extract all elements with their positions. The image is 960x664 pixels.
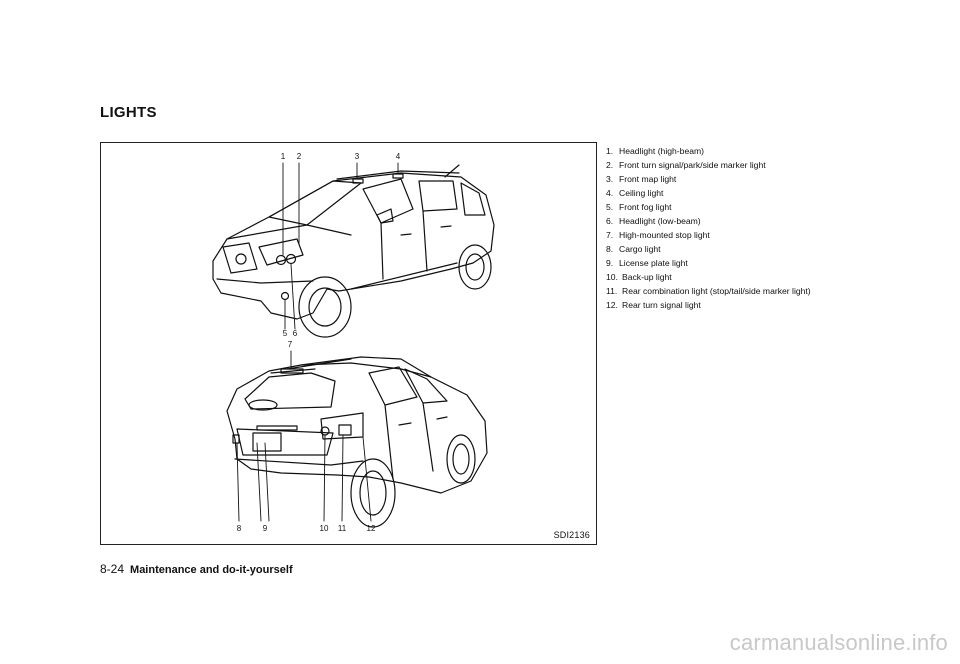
legend-item-number: 2. <box>606 160 614 170</box>
legend-item-label: Rear combination light (stop/tail/side m… <box>622 286 811 296</box>
legend-item: 1. Headlight (high-beam) <box>606 144 811 158</box>
legend-item-label: Headlight (low-beam) <box>619 216 701 226</box>
legend-item-number: 9. <box>606 258 614 268</box>
front-leader-lines <box>282 162 399 330</box>
legend-item-label: High-mounted stop light <box>619 230 710 240</box>
legend-item-label: Cargo light <box>619 244 661 254</box>
legend-item-number: 5. <box>606 202 614 212</box>
legend-item-number: 8. <box>606 244 614 254</box>
legend-item-label: Front map light <box>619 174 677 184</box>
front-car-drawing <box>212 164 495 338</box>
callout-11: 11 <box>337 524 347 533</box>
legend-item-label: Headlight (high-beam) <box>619 146 705 156</box>
legend-item: 3. Front map light <box>606 172 811 186</box>
legend-item-label: Front turn signal/park/side marker light <box>619 160 766 170</box>
legend-item: 2. Front turn signal/park/side marker lig… <box>606 158 811 172</box>
legend-item-label: Ceiling light <box>619 188 664 198</box>
legend-item: 5. Front fog light <box>606 200 811 214</box>
vehicle-illustration <box>212 162 495 528</box>
section-title: LIGHTS <box>100 104 157 121</box>
legend-item-number: 7. <box>606 230 614 240</box>
legend-item-number: 4. <box>606 188 614 198</box>
page-footer: 8-24 Maintenance and do-it-yourself <box>100 562 293 576</box>
legend-item-number: 10. <box>606 272 618 282</box>
legend-item: 11. Rear combination light (stop/tail/sid… <box>606 284 811 298</box>
legend-item: 4. Ceiling light <box>606 186 811 200</box>
callout-4: 4 <box>395 152 401 161</box>
legend-item: 12. Rear turn signal light <box>606 298 811 312</box>
callout-3: 3 <box>354 152 360 161</box>
callout-12: 12 <box>366 524 376 533</box>
legend-item: 10. Back-up light <box>606 270 811 284</box>
callout-2: 2 <box>296 152 302 161</box>
legend-item-number: 12. <box>606 300 618 310</box>
legend-item-label: Rear turn signal light <box>622 300 701 310</box>
callout-6: 6 <box>292 329 298 338</box>
callout-9: 9 <box>262 524 268 533</box>
figure-code: SDI2136 <box>553 530 590 540</box>
callout-10: 10 <box>319 524 329 533</box>
lights-figure: 1 2 3 4 5 6 7 8 9 10 11 12 SDI2136 <box>100 142 597 545</box>
legend-item: 9. License plate light <box>606 256 811 270</box>
legend-item: 7. High-mounted stop light <box>606 228 811 242</box>
rear-leader-lines <box>236 350 372 522</box>
rear-car-drawing <box>226 356 488 528</box>
legend-item: 6. Headlight (low-beam) <box>606 214 811 228</box>
callout-5: 5 <box>282 329 288 338</box>
chapter-title: Maintenance and do-it-yourself <box>130 564 293 576</box>
legend-item-number: 1. <box>606 146 614 156</box>
legend-item-number: 3. <box>606 174 614 184</box>
legend-item-number: 6. <box>606 216 614 226</box>
legend-item-label: Back-up light <box>622 272 672 282</box>
lights-legend: 1. Headlight (high-beam) 2. Front turn sig… <box>606 144 811 312</box>
callout-7: 7 <box>287 340 293 349</box>
page-number: 8-24 <box>100 562 125 576</box>
callout-8: 8 <box>236 524 242 533</box>
legend-item-label: Front fog light <box>619 202 672 212</box>
callout-1: 1 <box>280 152 286 161</box>
legend-item: 8. Cargo light <box>606 242 811 256</box>
legend-item-label: License plate light <box>619 258 688 268</box>
legend-item-number: 11. <box>606 286 618 296</box>
watermark: carmanualsonline.info <box>729 630 948 655</box>
